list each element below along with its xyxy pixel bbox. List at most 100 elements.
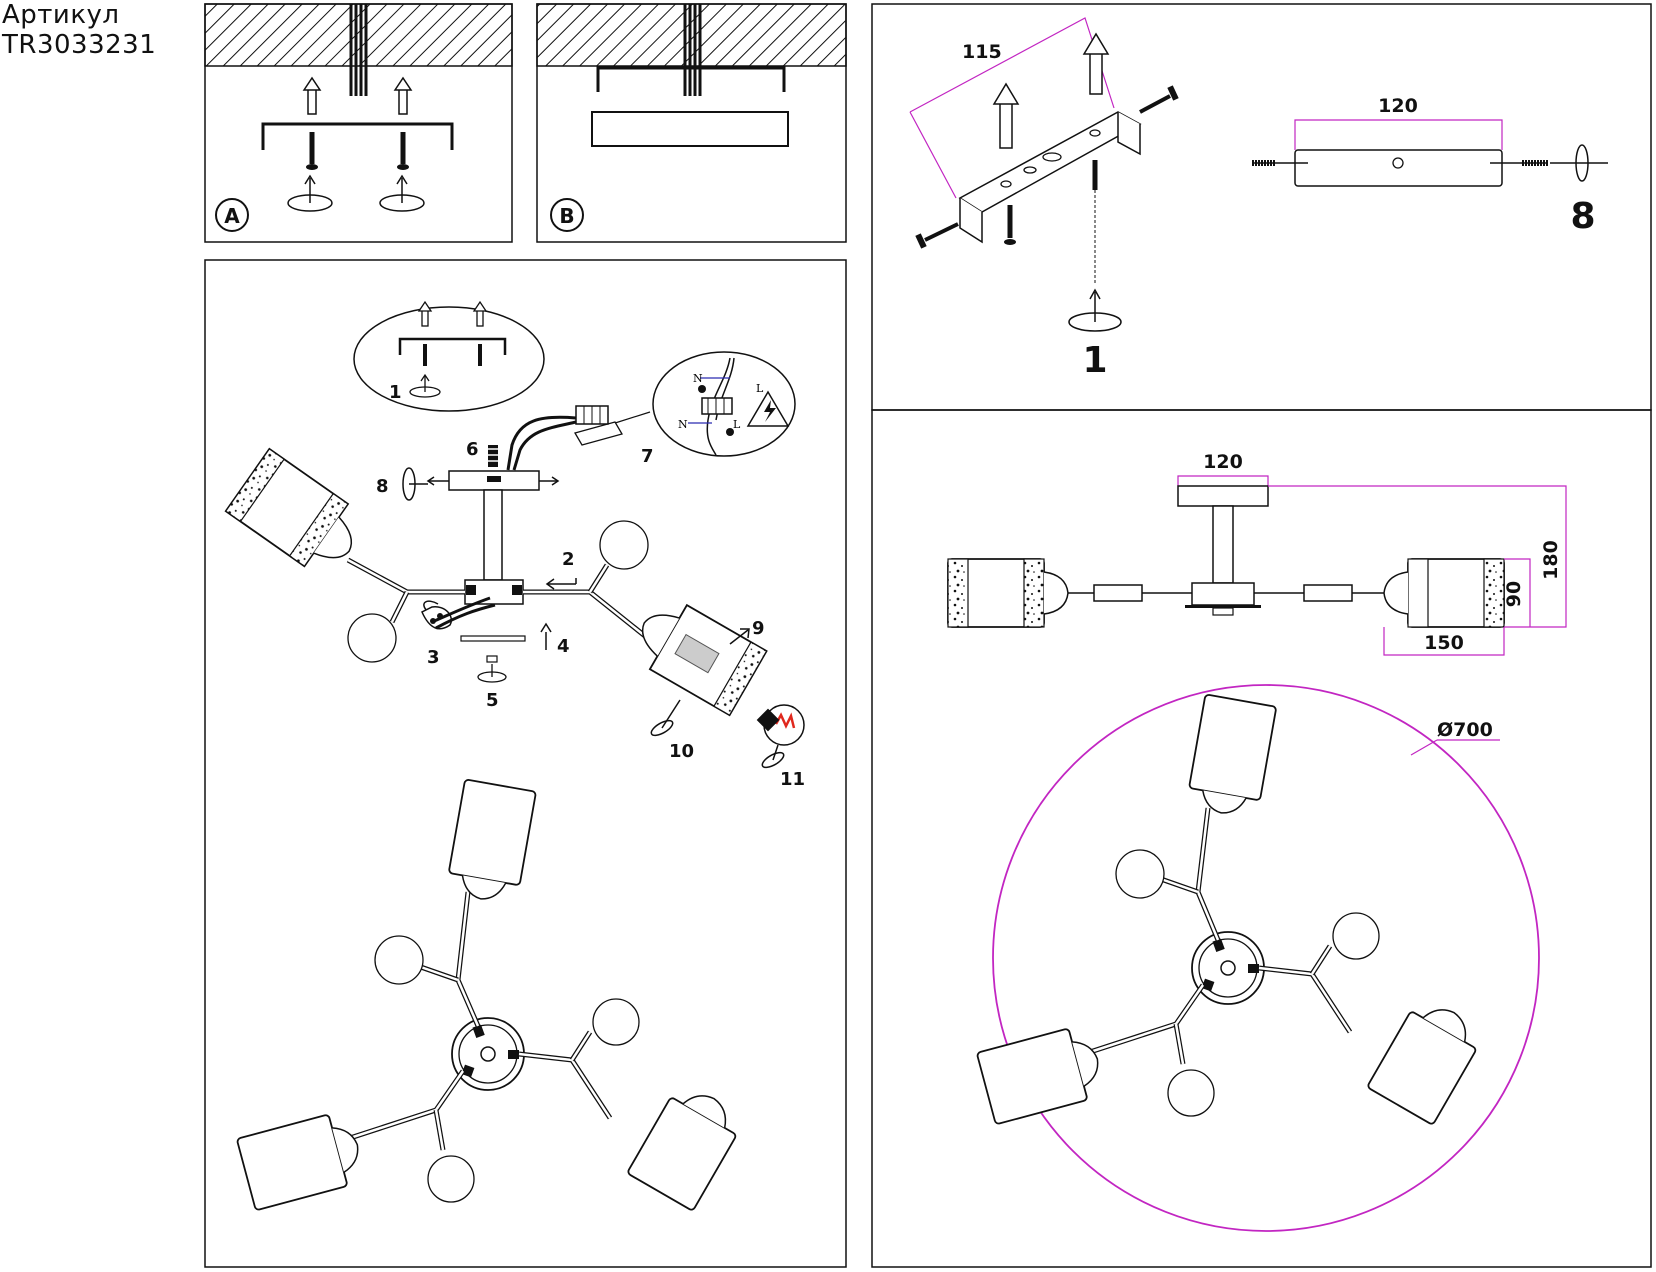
- mount-detail-panel: 115: [871, 3, 1652, 411]
- shade-left: [224, 447, 353, 568]
- arrow-icon: [545, 578, 577, 590]
- arrow-icon: [729, 628, 750, 645]
- arm-left: [346, 557, 465, 595]
- ball-ornament: [1332, 912, 1380, 960]
- neutral-label: N: [693, 372, 703, 385]
- rotate-side-icon: [402, 467, 428, 501]
- panel-a-badge-circle: [215, 198, 249, 232]
- plan-view-fixture: [976, 694, 1477, 1125]
- dim-height-total-label: 180: [1540, 540, 1562, 580]
- shade-top: [1188, 694, 1277, 814]
- rotate-side-icon: [1550, 144, 1608, 182]
- mounting-bar: [261, 122, 454, 150]
- callout-mounting: 1: [353, 300, 545, 412]
- mount-step-8: 8: [1570, 196, 1595, 237]
- dim-bar-label: 120: [1378, 95, 1418, 117]
- shade-bottom-left: [236, 1114, 359, 1211]
- shade-bottom-right: [1367, 1009, 1477, 1125]
- ball-ornament: [347, 613, 397, 663]
- ball-ornament: [427, 1155, 475, 1203]
- rotate-icon: [379, 174, 425, 212]
- side-elevation: 120 180 90: [947, 451, 1567, 656]
- ceiling-hatch: [204, 3, 513, 67]
- shade-bottom-right: [627, 1095, 737, 1211]
- dim-height-shade-label: 90: [1503, 581, 1525, 607]
- ground-icon: [698, 385, 706, 393]
- panel-b-badge-circle: [550, 198, 584, 232]
- live-label: L: [756, 382, 764, 395]
- wire-bundle: [349, 4, 368, 96]
- step-4-label: 4: [557, 636, 570, 657]
- assembly-panel: 1 N L N L: [204, 259, 847, 1268]
- step-2-label: 2: [562, 549, 575, 570]
- dim-plate-label: 115: [962, 41, 1002, 63]
- dimensions-panel: 120 180 90: [871, 409, 1652, 1268]
- ball-ornament: [374, 935, 424, 985]
- dowel-icon: [992, 82, 1020, 149]
- rotate-icon: [409, 373, 441, 398]
- step-8-label: 8: [376, 476, 389, 497]
- dimension-line: [909, 17, 1115, 199]
- canopy: [591, 111, 789, 147]
- article-number: TR3033231: [2, 30, 157, 60]
- rotate-icon: [287, 174, 333, 212]
- bottom-nut: [486, 655, 498, 663]
- bottom-cap: [460, 635, 526, 642]
- dimension-line: [1294, 119, 1503, 150]
- mount-step-1: 1: [1082, 340, 1107, 381]
- panel-a-badge: A: [224, 204, 240, 228]
- dowel-icon: [417, 300, 433, 327]
- nut-icon: [485, 445, 501, 467]
- callout-wiring: N L N L: [611, 351, 796, 457]
- article-header: Артикул TR3033231: [2, 0, 156, 60]
- ball-ornament: [1115, 849, 1165, 899]
- screw-icon: [397, 132, 409, 170]
- rotate-icon: [1068, 288, 1122, 332]
- rotate-icon: [477, 664, 507, 683]
- side-screw-icon: [915, 85, 1179, 249]
- top-view-fixture: [236, 779, 737, 1211]
- wire-connector-icon: [421, 596, 496, 630]
- step-7-label: 7: [641, 446, 654, 467]
- terminal-block: [506, 405, 623, 471]
- wire-bundle: [683, 4, 702, 96]
- step-11-label: 11: [780, 769, 805, 790]
- panel-b: B: [536, 3, 847, 243]
- ball-ornament: [1167, 1069, 1215, 1117]
- screw-icon: [306, 132, 318, 170]
- shade-right: [641, 603, 768, 717]
- dim-diameter-label: Ø700: [1437, 719, 1493, 741]
- step-10-label: 10: [669, 741, 694, 762]
- bracket-iso: [958, 111, 1142, 244]
- canopy-plate: [426, 470, 560, 491]
- step-1-label: 1: [389, 382, 402, 403]
- step-5-label: 5: [486, 690, 499, 711]
- arm-right: [523, 589, 652, 642]
- ground-icon: [726, 428, 734, 436]
- electric-hazard-icon: [746, 390, 790, 427]
- ball-ornament: [599, 520, 649, 570]
- panel-b-badge: B: [559, 204, 574, 228]
- diameter-circle: [992, 684, 1540, 1232]
- dowel-icon: [472, 300, 488, 327]
- live-label: L: [733, 418, 741, 431]
- shade-bottom-left: [976, 1028, 1099, 1125]
- dim-shade-length-label: 150: [1424, 632, 1464, 654]
- neutral-label: N: [678, 418, 688, 431]
- panel-a: A: [204, 3, 513, 243]
- step-6-label: 6: [466, 439, 479, 460]
- step-9-label: 9: [752, 618, 765, 639]
- dowel-icon: [1082, 32, 1110, 95]
- shade-top: [448, 779, 537, 900]
- dowel-icon: [393, 76, 413, 115]
- stem: [483, 489, 503, 581]
- ball-ornament: [592, 998, 640, 1046]
- article-label: Артикул: [2, 0, 120, 30]
- bulb-icon: [756, 704, 805, 746]
- step-3-label: 3: [427, 647, 440, 668]
- dowel-icon: [302, 76, 322, 115]
- rotate-side-icon: [650, 699, 681, 737]
- rotate-side-icon: [761, 744, 785, 769]
- mounted-bar: [596, 66, 786, 92]
